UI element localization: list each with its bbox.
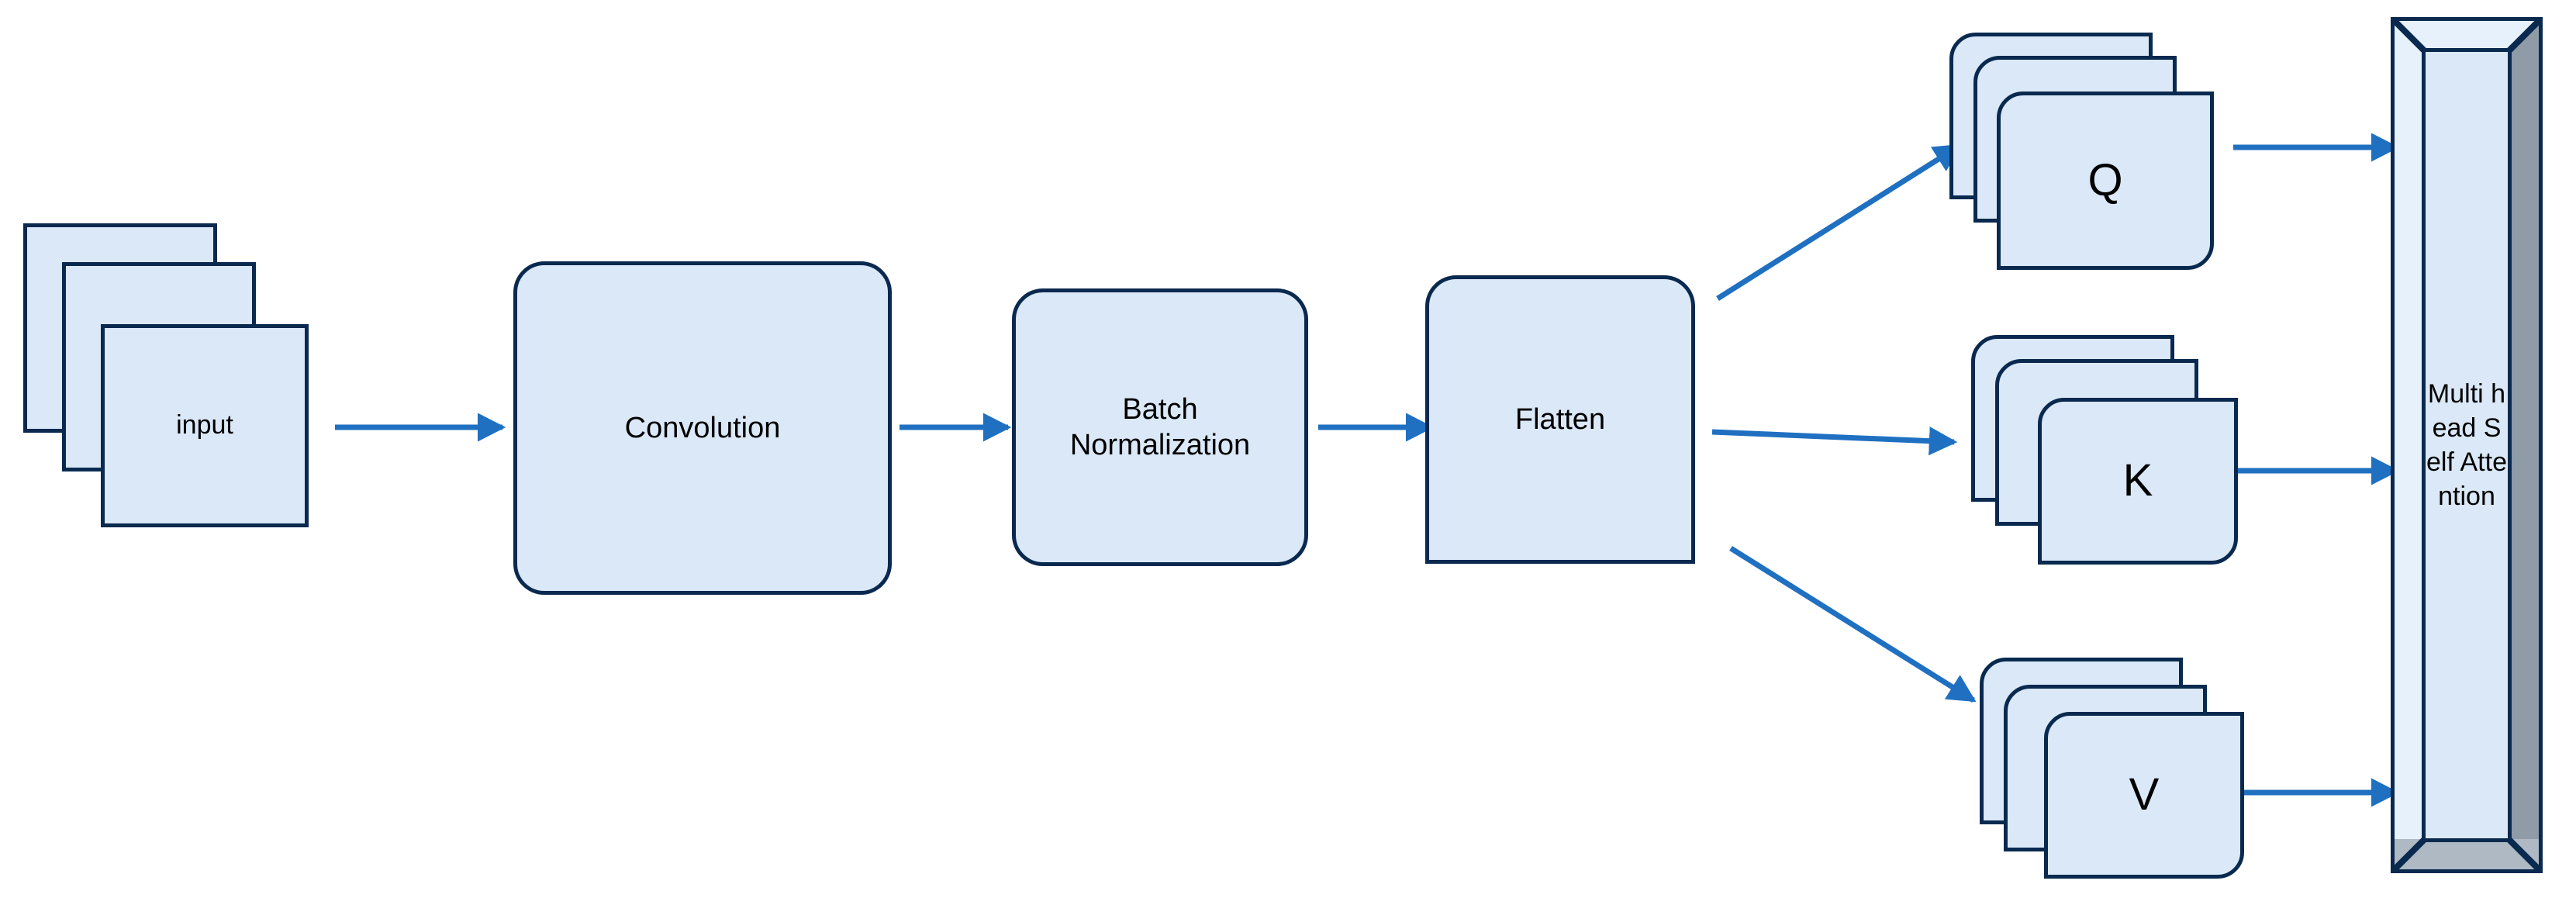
node-q-label: Q bbox=[2087, 154, 2123, 206]
node-k[interactable]: K bbox=[2038, 398, 2238, 565]
node-input[interactable]: input bbox=[101, 324, 309, 527]
node-flatten-label: Flatten bbox=[1514, 402, 1606, 436]
edge-flatten-to-v bbox=[1729, 546, 1977, 703]
node-q[interactable]: Q bbox=[1997, 92, 2214, 270]
node-flatten[interactable]: Flatten bbox=[1425, 275, 1695, 564]
attention-prism-front-face: Multi head Self Attention bbox=[2422, 48, 2512, 842]
node-v[interactable]: V bbox=[2044, 712, 2244, 879]
node-batch-normalization-label: Batch Normalization bbox=[1069, 392, 1251, 461]
edge-flatten-to-k bbox=[1711, 427, 1958, 456]
node-v-label: V bbox=[2129, 769, 2160, 820]
node-batch-normalization[interactable]: Batch Normalization bbox=[1012, 288, 1308, 566]
node-convolution[interactable]: Convolution bbox=[513, 261, 892, 595]
edge-flatten-to-q bbox=[1716, 143, 1963, 301]
attention-prism-right-face bbox=[2509, 21, 2539, 869]
node-convolution-label: Convolution bbox=[624, 411, 781, 444]
node-k-label: K bbox=[2122, 455, 2153, 506]
attention-prism-bevels bbox=[2392, 19, 2541, 872]
node-input-label: input bbox=[176, 410, 233, 440]
node-attention[interactable]: Multi head Self Attention bbox=[2391, 17, 2543, 873]
node-attention-label: Multi head Self Attention bbox=[2426, 378, 2507, 512]
